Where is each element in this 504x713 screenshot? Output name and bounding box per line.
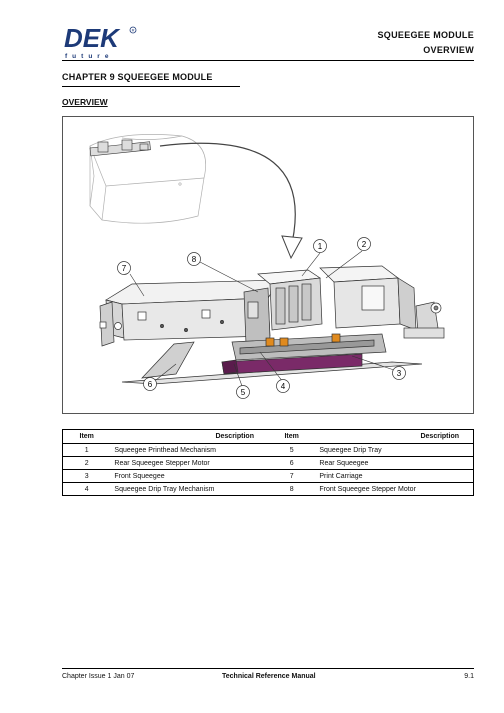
registered-mark-icon [129, 26, 137, 34]
callout-5: 5 [236, 385, 250, 399]
col-header-description: Description [315, 429, 475, 444]
item-description: Rear Squeegee Stepper Motor [110, 456, 268, 470]
table-row: 3 Front Squeegee 7 Print Carriage [62, 469, 475, 483]
callout-4: 4 [276, 379, 290, 393]
item-description: Front Squeegee Stepper Motor [315, 482, 475, 496]
table-row: 4 Squeegee Drip Tray Mechanism 8 Front S… [62, 482, 475, 496]
item-number: 1 [62, 443, 111, 457]
callout-1: 1 [313, 239, 327, 253]
callout-4-label: 4 [281, 382, 286, 391]
section-heading: OVERVIEW [62, 97, 108, 107]
item-description: Squeegee Drip Tray Mechanism [110, 482, 268, 496]
callout-7: 7 [117, 261, 131, 275]
header-rule [62, 60, 474, 61]
logo-wordmark: DEK [64, 23, 121, 53]
running-header: SQUEEGEE MODULE OVERVIEW [377, 28, 474, 58]
callout-2: 2 [357, 237, 371, 251]
inset-printhead-detail [89, 139, 151, 157]
item-number: 8 [267, 482, 316, 496]
callout-5-label: 5 [241, 388, 246, 397]
item-description: Print Carriage [315, 469, 475, 483]
footer-manual-title: Technical Reference Manual [222, 673, 316, 680]
squeegee-drip-tray [121, 341, 423, 385]
callout-6: 6 [143, 377, 157, 391]
callout-6-label: 6 [148, 380, 153, 389]
chapter-title-rule [62, 86, 240, 87]
callout-1-label: 1 [318, 242, 323, 251]
footer-issue: Chapter Issue 1 Jan 07 [62, 673, 135, 680]
col-header-description: Description [110, 429, 268, 444]
callout-2-label: 2 [362, 240, 367, 249]
squeegee-module-illustration: 1 2 3 4 5 6 7 8 [89, 134, 445, 399]
leader-lines [129, 250, 395, 387]
table-row: 1 Squeegee Printhead Mechanism 5 Squeege… [62, 443, 475, 457]
col-header-item: Item [267, 429, 316, 444]
curved-arrow-icon [159, 142, 303, 260]
squeegee-printhead-mechanism [243, 269, 323, 345]
item-description: Rear Squeegee [315, 456, 475, 470]
item-number: 2 [62, 456, 111, 470]
col-header-item: Item [62, 429, 111, 444]
item-description: Squeegee Printhead Mechanism [110, 443, 268, 457]
figure-frame [62, 116, 474, 414]
footer-rule [62, 668, 474, 669]
running-header-module: SQUEEGEE MODULE [377, 30, 474, 40]
side-frame-left [99, 301, 122, 347]
dek-logo: DEK R f u t u r e [64, 23, 137, 60]
item-number: 5 [267, 443, 316, 457]
callout-7-label: 7 [122, 264, 127, 273]
chapter-title: CHAPTER 9 SQUEEGEE MODULE [62, 72, 213, 82]
item-description: Squeegee Drip Tray [315, 443, 475, 457]
callout-8: 8 [187, 252, 201, 266]
running-header-section: OVERVIEW [423, 45, 474, 55]
item-legend-table: Item Description Item Description 1 Sque… [62, 429, 475, 496]
item-number: 3 [62, 469, 111, 483]
item-description: Front Squeegee [110, 469, 268, 483]
item-number: 4 [62, 482, 111, 496]
table-row: 2 Rear Squeegee Stepper Motor 6 Rear Squ… [62, 456, 475, 470]
right-mechanism [319, 265, 445, 339]
item-number: 6 [267, 456, 316, 470]
svg-text:R: R [132, 28, 135, 33]
squeegee-blade-area [231, 333, 387, 361]
callout-3: 3 [392, 366, 406, 380]
table-header-row: Item Description Item Description [62, 429, 475, 444]
footer-page-number: 9.1 [464, 673, 474, 680]
item-number: 7 [267, 469, 316, 483]
logo-tagline: f u t u r e [65, 53, 110, 60]
callout-3-label: 3 [397, 369, 402, 378]
callout-8-label: 8 [192, 255, 197, 264]
